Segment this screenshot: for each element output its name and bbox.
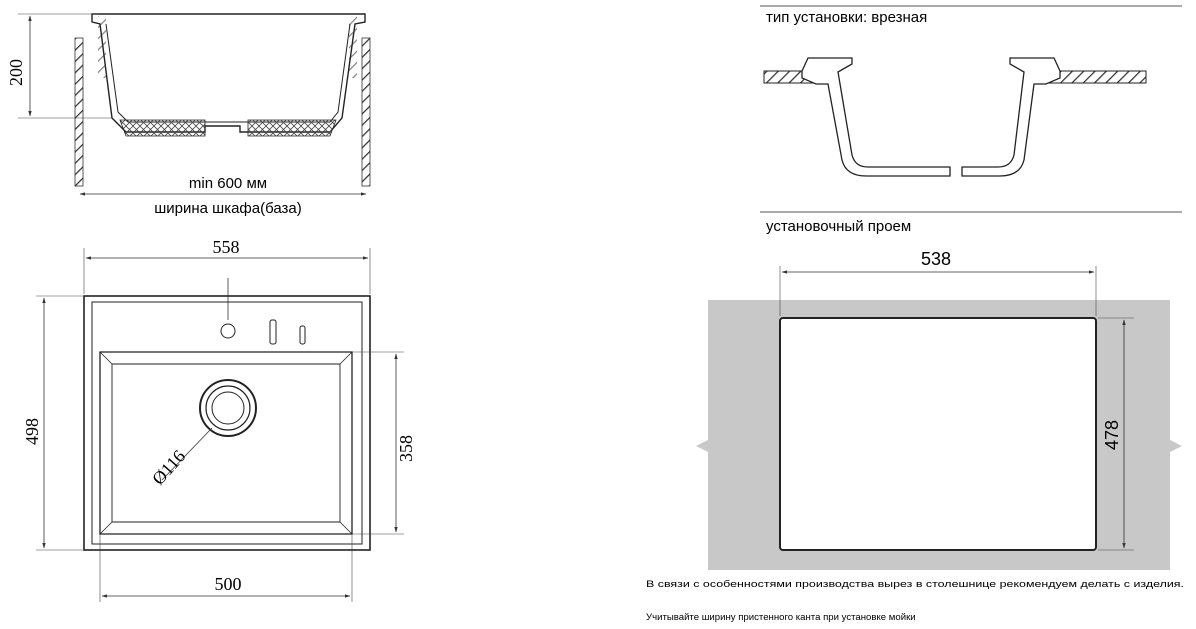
bowl-width-label: 500 <box>215 574 242 594</box>
cabinet-width-label: ширина шкафа(база) <box>154 200 302 217</box>
overflow-slot <box>269 319 277 345</box>
min-cabinet-label: min 600 мм <box>189 175 267 192</box>
depth-label: 200 <box>6 59 26 86</box>
outer-width-label: 558 <box>213 237 240 257</box>
bowl-profile <box>91 13 366 133</box>
cutout-height-label: 478 <box>1102 420 1122 450</box>
top-view: 558 Ø116 498 358 500 <box>22 237 416 602</box>
outer-height-label: 498 <box>22 418 42 445</box>
note-line-2: Учитывайте ширину пристенного канта при … <box>646 612 916 623</box>
install-type-section: тип установки: врезная <box>760 5 1182 177</box>
cutout-width-label: 538 <box>921 249 951 269</box>
sink-profile-right <box>961 57 1061 177</box>
cutout-section: установочный проем 538 478 В связи с осо… <box>646 211 1184 623</box>
install-type-label: тип установки: врезная <box>766 9 927 26</box>
cabinet-wall-right <box>361 37 371 187</box>
note-line-1: В связи с особенностями производства выр… <box>646 579 1184 590</box>
tap-hole <box>220 323 236 339</box>
bowl-height-label: 358 <box>396 435 416 462</box>
cabinet-wall-left <box>74 37 84 187</box>
reinforcement <box>119 119 206 137</box>
side-view: 200 min 600 мм ширина шкафа(база) <box>6 13 371 217</box>
sink-profile-left <box>801 57 951 177</box>
cutout-opening <box>779 317 1097 551</box>
cutout-label: установочный проем <box>766 218 911 235</box>
